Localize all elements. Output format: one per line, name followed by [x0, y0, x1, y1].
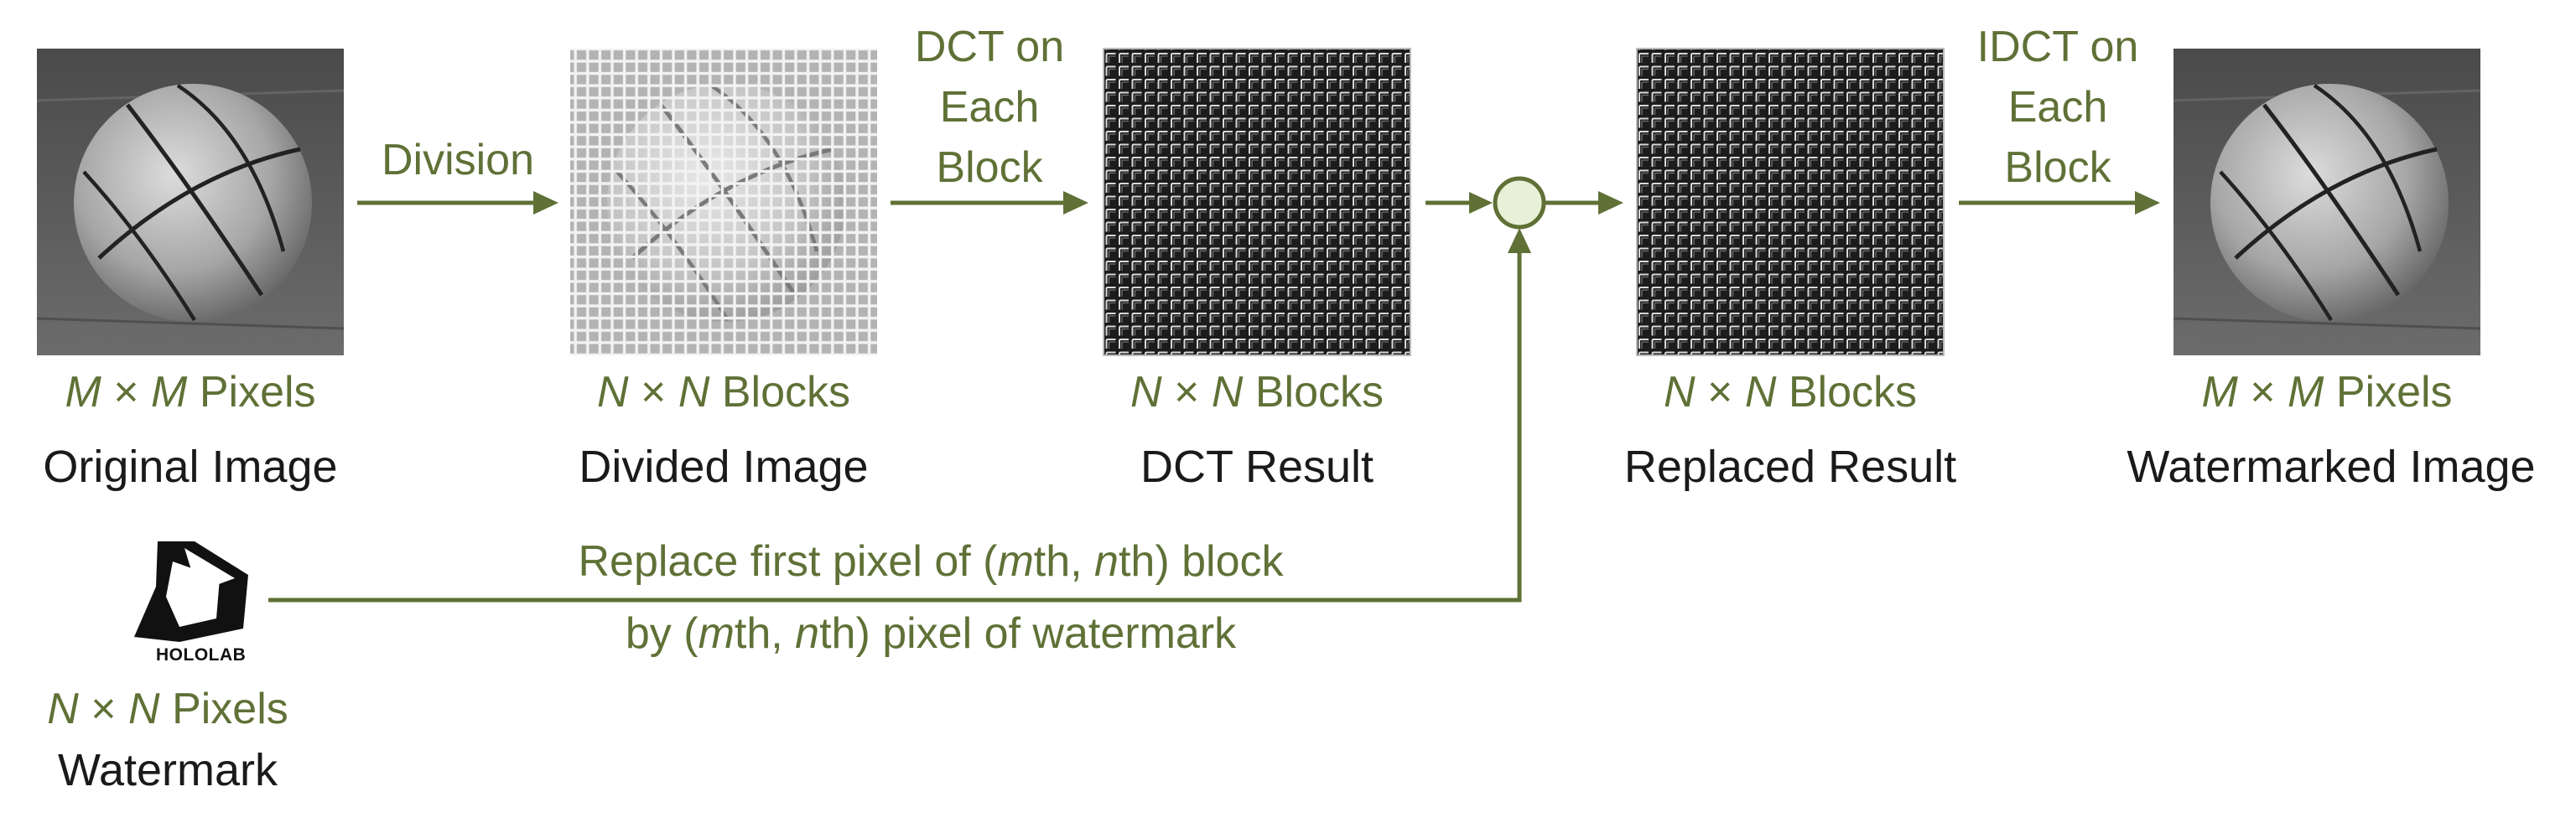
dims-watermark: N × N Pixels [47, 685, 288, 733]
caption-original: Original Image [43, 442, 338, 492]
step-idct-label: IDCT on Each Block [1976, 23, 2139, 192]
arrow-watermark-path [268, 228, 1531, 603]
divided-image [570, 49, 877, 355]
caption-watermarked: Watermarked Image [2127, 442, 2536, 492]
step-dct-label: DCT on Each Block [914, 23, 1065, 192]
dims-replaced: N × N Blocks [1664, 368, 1917, 417]
arrow-division [357, 191, 558, 215]
caption-dct: DCT Result [1140, 442, 1374, 492]
caption-divided: Divided Image [579, 442, 869, 492]
replaced-result-image [1636, 48, 1945, 356]
step-division-label: Division [381, 136, 535, 184]
dims-watermarked: M × M Pixels [2201, 368, 2453, 417]
original-image [37, 49, 344, 355]
arrow-idct [1959, 191, 2160, 215]
dims-dct: N × N Blocks [1130, 368, 1384, 417]
watermarked-image [2174, 49, 2480, 355]
watermark-logo-text: HOLOLAB [156, 645, 247, 665]
dct-result-image [1103, 48, 1411, 356]
caption-watermark: Watermark [57, 745, 278, 795]
dims-original: M × M Pixels [65, 368, 316, 417]
dims-divided: N × N Blocks [597, 368, 850, 417]
watermark-logo [134, 541, 248, 642]
junction-circle [1493, 176, 1546, 230]
arrow-from-junction [1545, 191, 1623, 215]
arrow-dct [891, 191, 1088, 215]
replace-text-line2: by (mth, nth) pixel of watermark [625, 609, 1237, 658]
replace-text-line1: Replace first pixel of (mth, nth) block [578, 537, 1284, 586]
arrow-to-junction [1426, 192, 1493, 214]
caption-replaced: Replaced Result [1623, 442, 1957, 492]
